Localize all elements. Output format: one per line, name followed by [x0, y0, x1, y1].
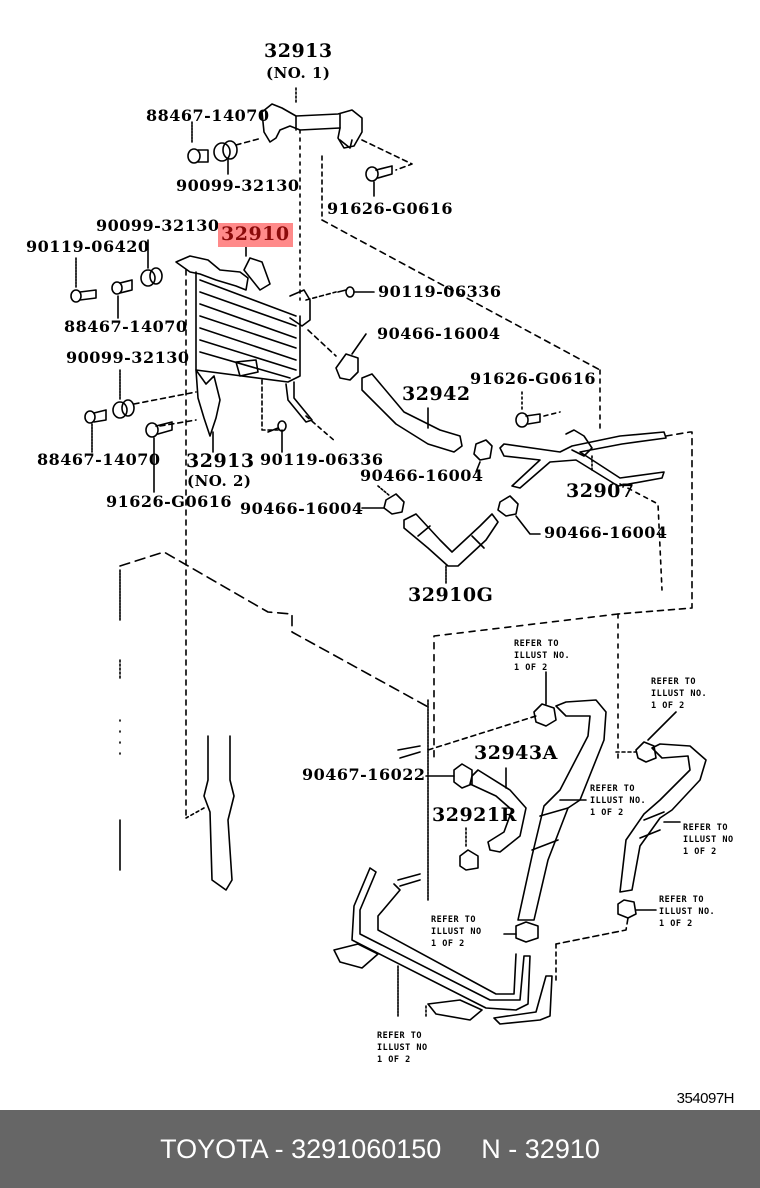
hose-32910g-drawing: [403, 513, 499, 567]
bolt-mid-right-drawing: [515, 412, 541, 428]
label-91626-g0616-lower[interactable]: 91626-G0616: [106, 492, 232, 511]
label-90466-16004-c[interactable]: 90466-16004: [240, 499, 364, 518]
label-90467-16022[interactable]: 90467-16022: [302, 765, 426, 784]
bolt-right-top-drawing: [337, 286, 355, 298]
refer-note: REFER TO ILLUST NO 1 OF 2: [377, 1031, 428, 1065]
mount-bracket-drawing: [185, 735, 235, 891]
hose-center-drawing: [517, 699, 607, 921]
hose-right-drawing: [619, 743, 707, 893]
parts-diagram: 32913 (NO. 1) 88467-14070 90099-32130 91…: [26, 40, 735, 1108]
collar-lower-drawing: [84, 409, 107, 424]
label-32913-no1[interactable]: 32913: [264, 40, 333, 62]
refer-note: REFER TO ILLUST NO 1 OF 2: [683, 823, 734, 857]
footer-bar: TOYOTA - 3291060150 N - 32910: [0, 1110, 760, 1188]
label-91626-g0616-mid[interactable]: 91626-G0616: [470, 369, 596, 388]
collar-mid-drawing: [111, 279, 133, 295]
label-90466-16004-b[interactable]: 90466-16004: [360, 466, 484, 485]
refer-note: REFER TO ILLUST NO. 1 OF 2: [651, 677, 708, 711]
clip-c-drawing: [383, 493, 405, 515]
tube-32907-drawing: [499, 429, 667, 489]
footer-reference: N - 32910: [481, 1133, 600, 1164]
cushion-lower-drawing: [112, 399, 135, 419]
label-90099-32130-lower[interactable]: 90099-32130: [66, 348, 190, 367]
clip-right-bottom-drawing: [617, 899, 637, 919]
label-32910-highlighted[interactable]: 32910: [218, 223, 293, 247]
refer-note: REFER TO ILLUST NO 1 OF 2: [431, 915, 482, 949]
label-32921r[interactable]: 32921R: [432, 804, 517, 826]
clip-90467-drawing: [453, 763, 473, 789]
clip-lower-center-drawing: [515, 921, 539, 943]
refer-note: REFER TO ILLUST NO. 1 OF 2: [514, 639, 571, 673]
label-32913-no1-sub: (NO. 1): [266, 64, 331, 82]
label-90099-32130-top[interactable]: 90099-32130: [176, 176, 300, 195]
bolt-top-right-drawing: [365, 165, 393, 182]
label-32943a[interactable]: 32943A: [474, 742, 558, 764]
hose-32942-drawing: [361, 373, 463, 453]
label-91626-g0616-top[interactable]: 91626-G0616: [327, 199, 453, 218]
clip-32921r-drawing: [459, 849, 479, 871]
oil-cooler-drawing: [175, 255, 313, 423]
clip-center-top-drawing: [533, 703, 557, 727]
label-88467-14070-mid[interactable]: 88467-14070: [64, 317, 188, 336]
label-88467-14070-lower[interactable]: 88467-14070: [37, 450, 161, 469]
label-32913-no2[interactable]: 32913: [186, 450, 255, 472]
label-32907[interactable]: 32907: [566, 480, 635, 502]
bracket-no2-drawing: [195, 359, 259, 437]
label-88467-14070-top[interactable]: 88467-14070: [146, 106, 270, 125]
label-90119-06420[interactable]: 90119-06420: [26, 237, 150, 256]
label-90119-06336-lower[interactable]: 90119-06336: [260, 450, 384, 469]
cushion-top-drawing: [213, 140, 238, 162]
bolt-left-drawing: [70, 289, 97, 303]
diagram-linework: [70, 87, 707, 1025]
footer-part-number: TOYOTA - 3291060150: [160, 1133, 442, 1164]
hose-32943a-drawing: [469, 769, 527, 853]
label-32913-no2-sub: (NO. 2): [187, 472, 252, 490]
label-90466-16004-a[interactable]: 90466-16004: [377, 324, 501, 343]
refer-note: REFER TO ILLUST NO. 1 OF 2: [590, 784, 647, 818]
label-32910g[interactable]: 32910G: [408, 584, 494, 606]
clip-a-drawing: [335, 353, 359, 381]
bolt-lower-left-drawing: [145, 421, 173, 438]
clip-right-top-drawing: [635, 741, 657, 763]
diagram-id: 354097H: [676, 1090, 735, 1107]
label-32942[interactable]: 32942: [402, 383, 471, 405]
bracket-no1-drawing: [261, 103, 363, 149]
label-90466-16004-d[interactable]: 90466-16004: [544, 523, 668, 542]
pipe-assembly-drawing: [333, 867, 553, 1025]
label-90119-06336-top[interactable]: 90119-06336: [378, 282, 502, 301]
clip-d-drawing: [497, 495, 519, 517]
label-90099-32130-mid[interactable]: 90099-32130: [96, 216, 220, 235]
refer-note: REFER TO ILLUST NO. 1 OF 2: [659, 895, 716, 929]
collar-top-drawing: [187, 148, 209, 164]
clip-b-drawing: [473, 439, 493, 461]
cushion-mid-drawing: [140, 267, 163, 287]
